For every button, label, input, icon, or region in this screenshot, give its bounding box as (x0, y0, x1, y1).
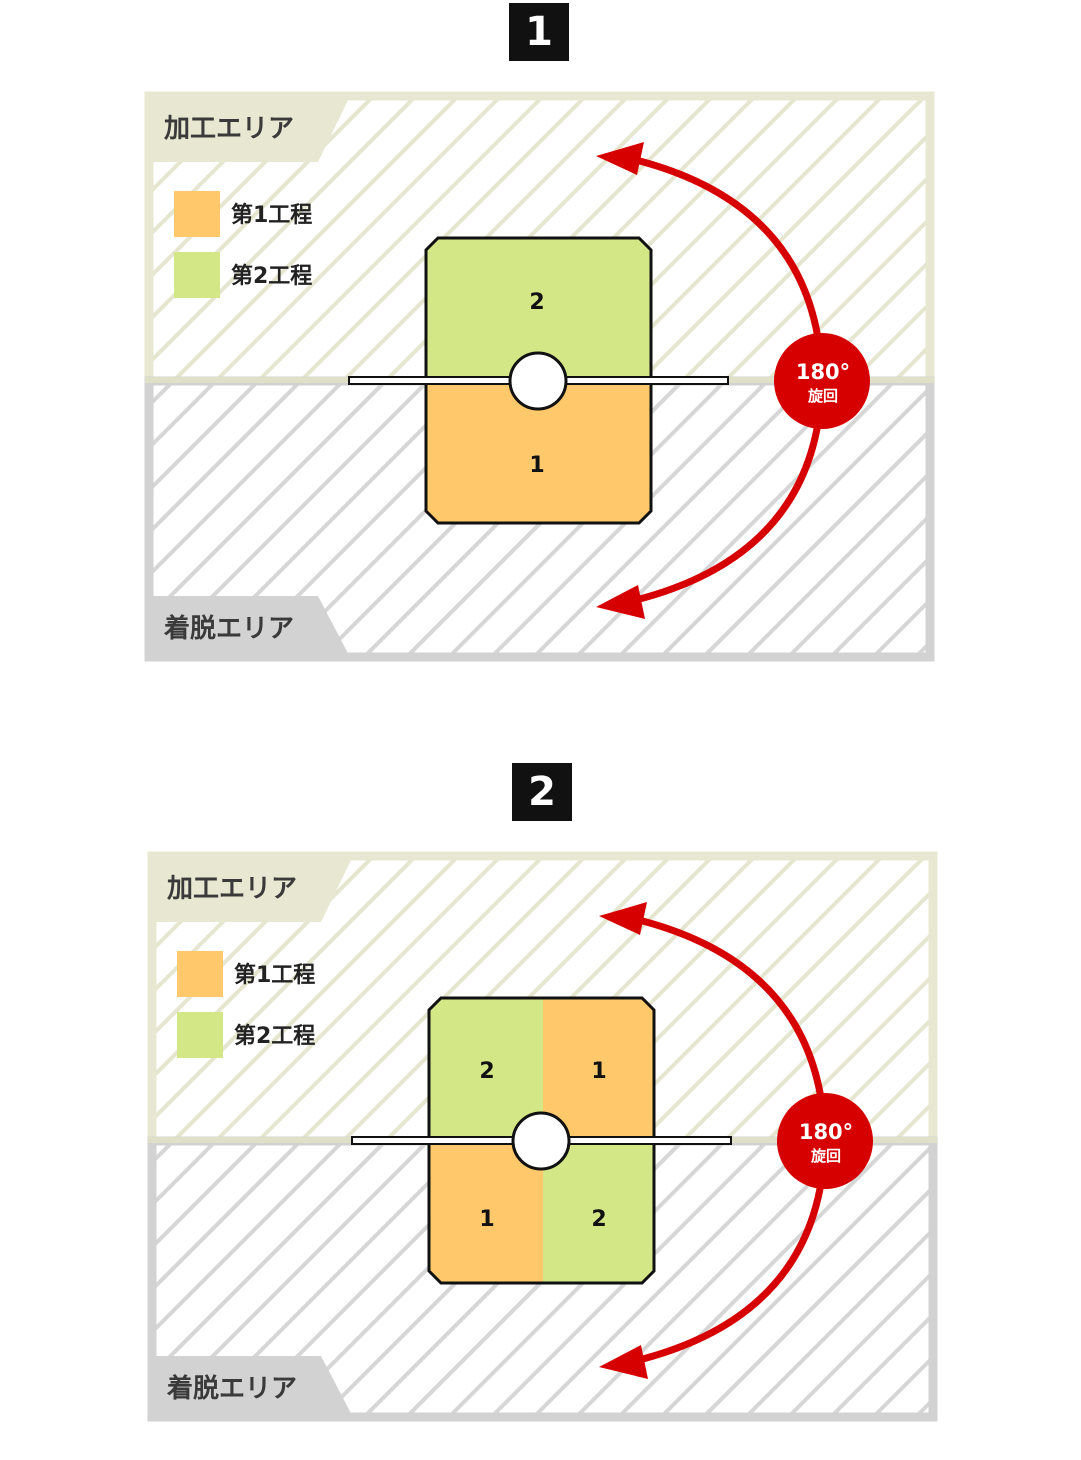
rotary-table-diagram-step-2: 加工エリア 着脱エリア 第1工程 第2工程 2 1 1 2 180° 旋回 (147, 851, 938, 1422)
rotation-badge (777, 1093, 873, 1189)
arrow-head-bottom-icon (596, 585, 645, 619)
workpiece-top-right-step1 (543, 998, 654, 1141)
cell-label-top-right: 1 (591, 1059, 606, 1084)
loading-area-label: 着脱エリア (166, 1373, 297, 1404)
legend-label-step1: 第1工程 (231, 202, 312, 228)
processing-area-label: 加工エリア (164, 114, 294, 144)
workpiece-outline (427, 996, 656, 1285)
rotation-label: 旋回 (807, 387, 838, 405)
arrow-head-bottom-icon (599, 1345, 648, 1379)
cell-label-top-left: 2 (479, 1059, 494, 1084)
legend-swatch-step2 (177, 1012, 223, 1058)
workpiece-top-left-step2 (429, 998, 543, 1141)
step-badge-1: 1 (509, 3, 569, 61)
legend-swatch-step1 (177, 951, 223, 997)
legend-swatch-step2 (174, 252, 220, 298)
cell-label-bottom-left: 1 (479, 1207, 494, 1232)
workpiece-bottom-left-step1 (429, 1141, 543, 1283)
cell-label-bottom: 1 (529, 453, 544, 478)
rotary-table-diagram-step-1: 加工エリア 着脱エリア 第1工程 第2工程 2 1 180° 旋回 (144, 91, 935, 662)
cell-label-top: 2 (529, 290, 544, 315)
legend-label-step2: 第2工程 (234, 1023, 315, 1049)
arrow-head-top-icon (599, 902, 647, 935)
legend-swatch-step1 (174, 191, 220, 237)
legend-label-step1: 第1工程 (234, 962, 315, 988)
loading-area-label: 着脱エリア (163, 613, 294, 644)
cell-label-bottom-right: 2 (591, 1207, 606, 1232)
rotation-label: 旋回 (810, 1147, 841, 1165)
pivot-circle (508, 351, 568, 411)
rotation-angle: 180° (799, 1120, 853, 1144)
legend-label-step2: 第2工程 (231, 263, 312, 289)
arrow-head-top-icon (596, 142, 644, 175)
processing-area-label: 加工エリア (167, 874, 297, 904)
workpiece-bottom-right-step2 (543, 1141, 654, 1283)
pivot-circle (511, 1111, 571, 1171)
step-badge-2: 2 (512, 763, 572, 821)
rotation-badge (774, 333, 870, 429)
rotation-angle: 180° (796, 360, 850, 384)
